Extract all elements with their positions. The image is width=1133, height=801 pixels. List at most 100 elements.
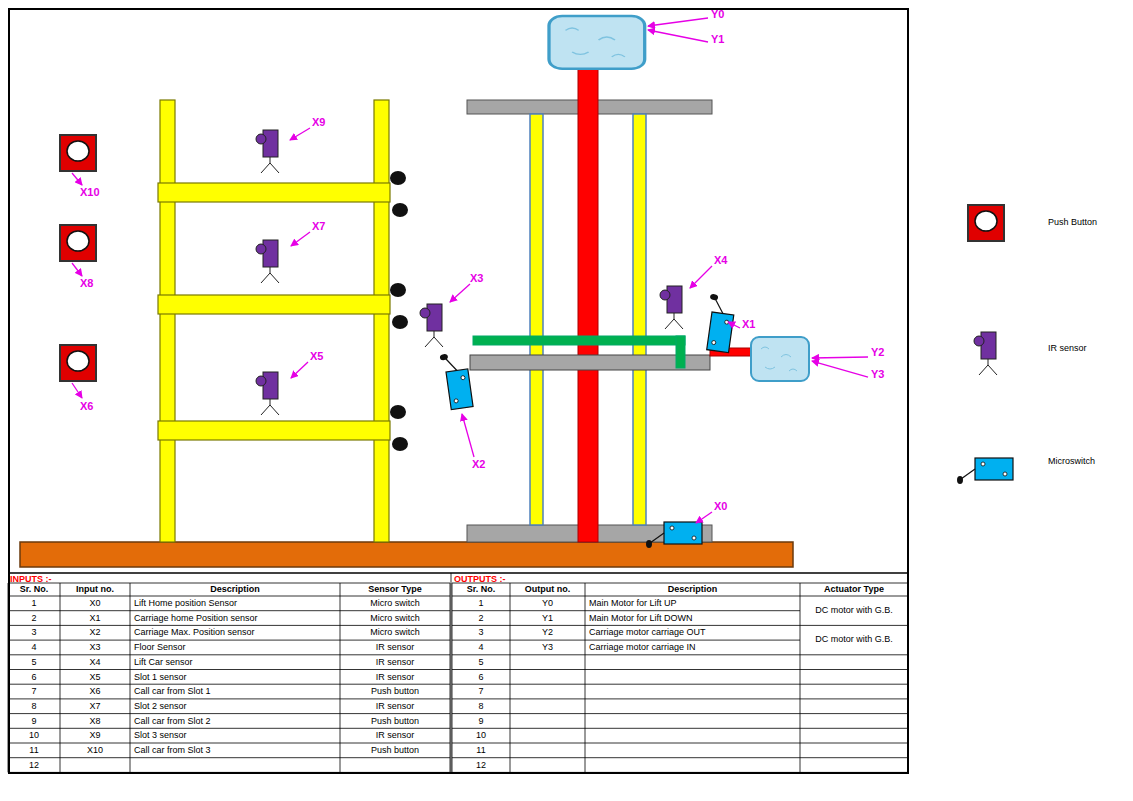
table-cell: X10: [60, 743, 130, 758]
table-cell: Call car from Slot 2: [134, 714, 340, 729]
table-cell: X3: [60, 640, 130, 655]
table-cell: Carriage motor carriage IN: [589, 640, 800, 655]
grid-line: [452, 654, 908, 655]
callout-number: X0: [714, 500, 727, 512]
rack: [158, 100, 390, 542]
table-cell: IR sensor: [340, 640, 450, 655]
table-cell: X8: [60, 714, 130, 729]
grid-line: [452, 640, 800, 641]
table-cell: Main Motor for Lift DOWN: [589, 611, 800, 626]
legend-text: Push Button: [1048, 217, 1097, 227]
callout-number: X3: [470, 272, 483, 284]
table-cell: Micro switch: [340, 611, 450, 626]
ir-sensor: [256, 240, 279, 283]
grid-line: [452, 625, 908, 626]
grid-line: [8, 713, 450, 714]
grid-line: [452, 757, 908, 758]
grid-line: [8, 625, 450, 626]
table-cell: 8: [8, 699, 60, 714]
grid-line: [452, 684, 908, 685]
push-button: [60, 345, 96, 381]
base-plate: [20, 542, 793, 567]
table-cell: X4: [60, 655, 130, 670]
table-cell: Micro switch: [340, 596, 450, 611]
grid-line: [452, 583, 908, 584]
table-cell: 11: [452, 743, 510, 758]
grid-line: [8, 743, 450, 744]
grid-line: [452, 698, 908, 699]
table-cell: 2: [8, 611, 60, 626]
table-cell: 4: [8, 640, 60, 655]
lift-frame: [467, 68, 712, 542]
callout-number: X2: [472, 458, 485, 470]
grid-line: [8, 728, 450, 729]
table-cell: 5: [8, 655, 60, 670]
carriage-motor: [751, 337, 809, 381]
callout-number: X7: [312, 220, 325, 232]
grid-line: [8, 640, 450, 641]
table-cell: 5: [452, 655, 510, 670]
grid-line: [908, 583, 909, 772]
grid-line: [510, 583, 511, 772]
grid-line: [8, 610, 450, 611]
table-cell: Y2: [510, 625, 585, 640]
table-cell: 2: [452, 611, 510, 626]
table-header: Sr. No.: [452, 583, 510, 596]
grid-line: [452, 596, 908, 597]
table-header: Input no.: [60, 583, 130, 596]
table-header: Output no.: [510, 583, 585, 596]
grid-line: [8, 772, 450, 773]
grid-line: [8, 654, 450, 655]
table-cell: 4: [452, 640, 510, 655]
grid-line: [452, 583, 453, 772]
grid-line: [452, 669, 908, 670]
ir-sensor: [420, 304, 443, 347]
grid-line: [8, 596, 450, 597]
callout-number: X4: [714, 254, 727, 266]
table-header: Description: [585, 583, 800, 596]
rack-dots: [390, 171, 408, 451]
table-cell: 7: [452, 684, 510, 699]
table-cell: Y1: [510, 611, 585, 626]
table-cell: IR sensor: [340, 728, 450, 743]
table-cell: IR sensor: [340, 655, 450, 670]
table-cell: IR sensor: [340, 699, 450, 714]
table-cell: 1: [8, 596, 60, 611]
grid-line: [450, 583, 451, 772]
grid-line: [8, 684, 450, 685]
frame: [9, 9, 908, 773]
table-cell: Slot 2 sensor: [134, 699, 340, 714]
table-cell: 9: [8, 714, 60, 729]
callout-number: X5: [310, 350, 323, 362]
table-header: Description: [130, 583, 340, 596]
callout-number: X10: [80, 186, 100, 198]
table-cell: 9: [452, 714, 510, 729]
table-cell: 10: [452, 728, 510, 743]
table-cell: Y0: [510, 596, 585, 611]
table-cell: Floor Sensor: [134, 640, 340, 655]
table-cell: 11: [8, 743, 60, 758]
push-button: [60, 135, 96, 171]
legend-ir-sensor: [974, 332, 997, 375]
grid-line: [451, 573, 452, 773]
grid-line: [340, 583, 341, 772]
table-cell: 6: [452, 670, 510, 685]
grid-line: [452, 728, 908, 729]
grid-line: [452, 713, 908, 714]
legend-microswitch: [957, 458, 1013, 484]
table-cell: 8: [452, 699, 510, 714]
table-cell: 10: [8, 728, 60, 743]
lift-motor: [549, 16, 645, 69]
callout-number: Y3: [871, 368, 884, 380]
callout-number: X9: [312, 116, 325, 128]
table-cell: X0: [60, 596, 130, 611]
callout-number: X8: [80, 277, 93, 289]
table-cell: Y3: [510, 640, 585, 655]
callout-number: Y2: [871, 346, 884, 358]
table-cell: 3: [8, 625, 60, 640]
table-header: Sr. No.: [8, 583, 60, 596]
grid-line: [585, 583, 586, 772]
table-cell: Lift Car sensor: [134, 655, 340, 670]
table-cell: DC motor with G.B.: [800, 596, 908, 625]
